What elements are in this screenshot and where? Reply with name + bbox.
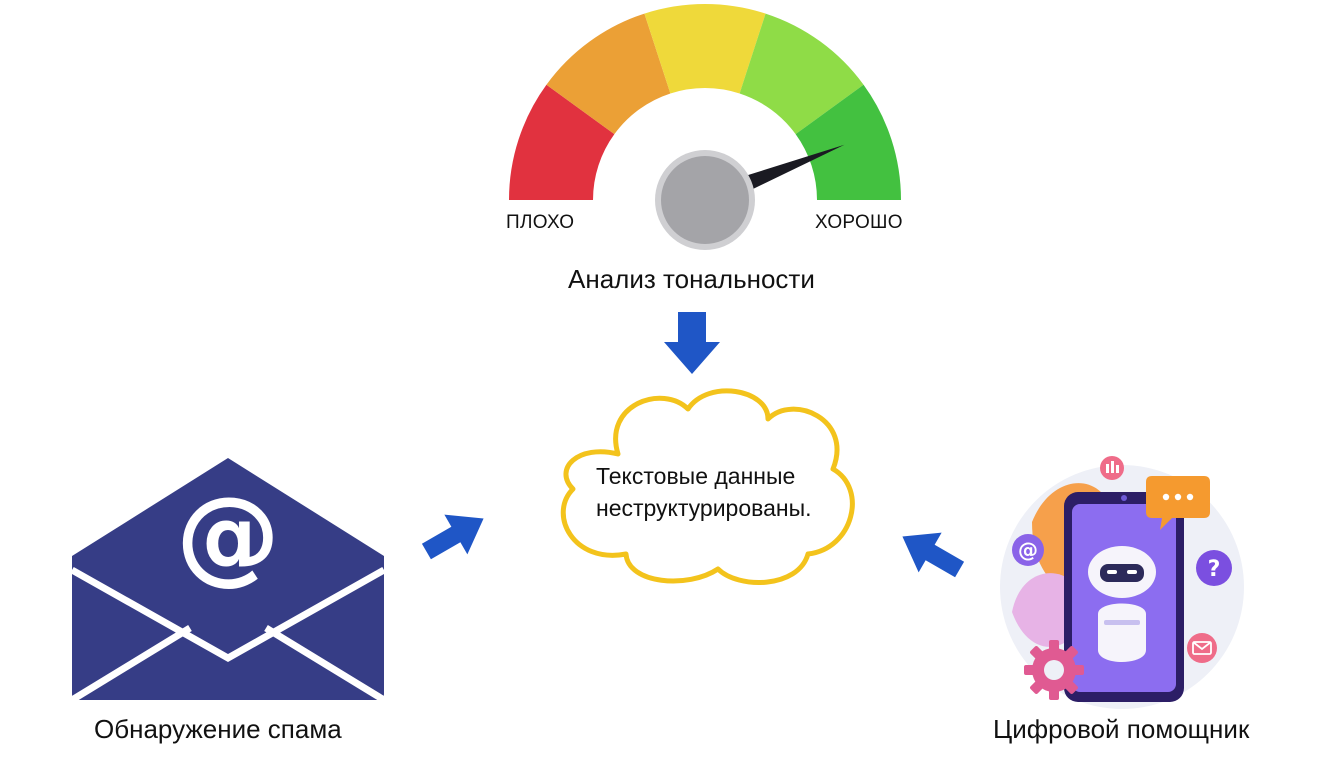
robot-phone-icon: @ ? bbox=[1000, 456, 1244, 709]
arrow-left-icon bbox=[894, 524, 968, 582]
gauge-segment bbox=[546, 13, 671, 135]
svg-text:?: ? bbox=[1208, 557, 1221, 582]
arrow-right-icon bbox=[418, 506, 492, 564]
gauge-label-bad: ПЛОХО bbox=[506, 212, 575, 233]
spam-envelope: @ bbox=[72, 458, 384, 700]
cloud-icon bbox=[560, 388, 855, 585]
gauge-segment bbox=[509, 84, 615, 200]
gauge-caption: Анализ тональности bbox=[568, 264, 815, 294]
digital-assistant: @ ? bbox=[992, 452, 1260, 712]
gauge-icon bbox=[509, 3, 901, 250]
gauge-segment bbox=[739, 13, 864, 135]
gauge-segment bbox=[644, 3, 766, 94]
arrow-down-icon bbox=[662, 312, 722, 376]
envelope-icon bbox=[72, 458, 384, 700]
sentiment-gauge bbox=[495, 0, 920, 250]
svg-text:@: @ bbox=[1018, 538, 1038, 562]
at-symbol: @ bbox=[176, 474, 280, 596]
text-data-cloud: Текстовые данные неструктурированы. bbox=[548, 374, 868, 594]
gauge-label-good: ХОРОШО bbox=[815, 212, 903, 233]
cloud-text-line1: Текстовые данные bbox=[596, 463, 796, 489]
cloud-text-line2: неструктурированы. bbox=[596, 495, 812, 521]
gauge-segment bbox=[795, 84, 901, 200]
assistant-caption: Цифровой помощник bbox=[993, 714, 1250, 744]
spam-caption: Обнаружение спама bbox=[94, 714, 342, 744]
